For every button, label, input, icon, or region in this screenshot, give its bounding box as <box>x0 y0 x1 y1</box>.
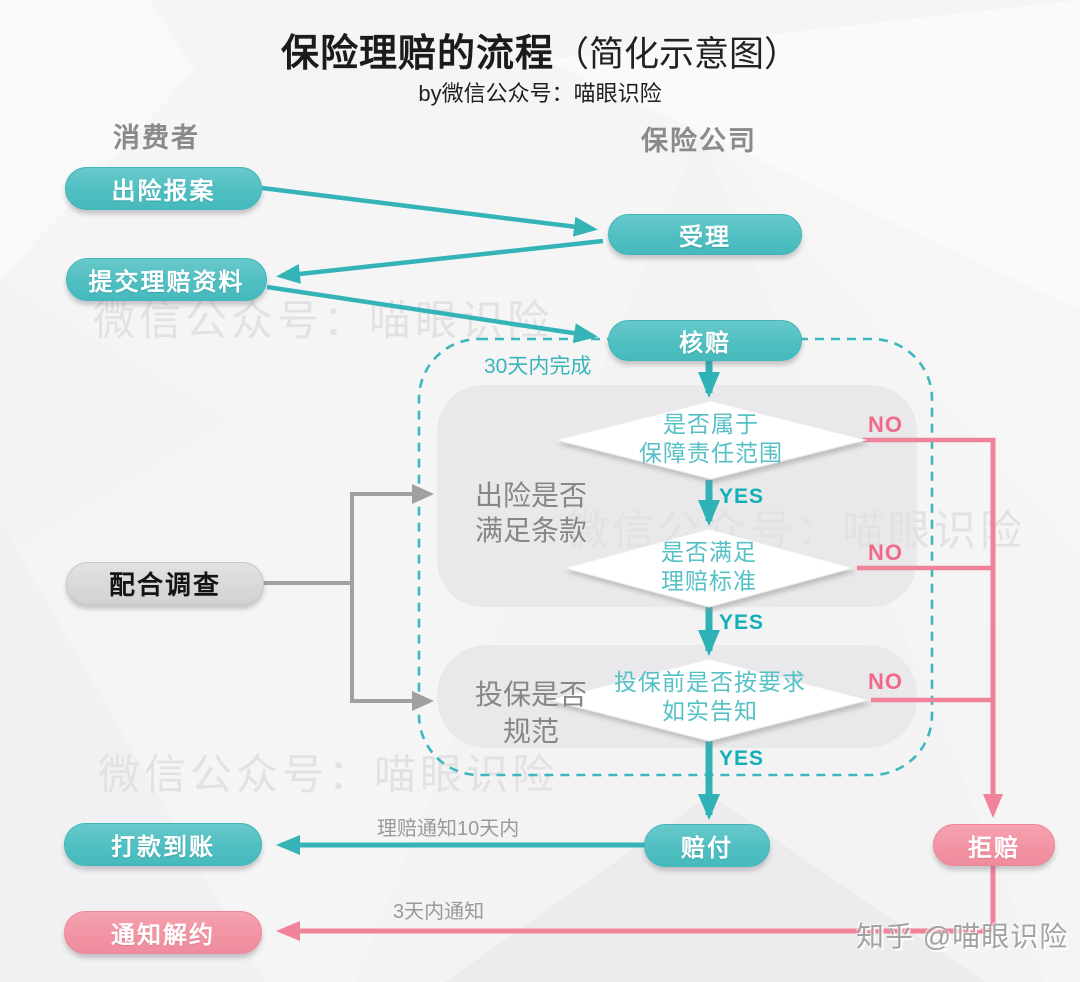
edge-cooperate-bracket <box>262 484 434 711</box>
decision-standard-text: 是否满足 理赔标准 <box>565 538 853 596</box>
decision-coverage-line1: 是否属于 <box>663 411 759 437</box>
edge-report-to-accept <box>261 185 598 237</box>
decision-coverage-line2: 保障责任范围 <box>639 440 783 466</box>
decision-standard-line1: 是否满足 <box>661 539 757 565</box>
column-header-insurer: 保险公司 <box>641 126 757 156</box>
title-paren: （简化示意图） <box>554 35 800 74</box>
watermark-wechat-3: 微信公众号：喵眼识险 <box>98 751 559 798</box>
node-report: 出险报案 <box>65 167 262 210</box>
side-label-incident: 出险是否 满足条款 <box>450 478 612 548</box>
node-pay: 赔付 <box>644 824 770 867</box>
decision-standard-line2: 理赔标准 <box>661 568 757 594</box>
edge-accept-to-submit <box>276 238 604 284</box>
decision-disclosure-text: 投保前是否按要求 如实告知 <box>551 668 869 726</box>
decision-standard-diamond <box>563 528 855 608</box>
side-label-application-line2: 规范 <box>502 716 559 747</box>
title-main: 保险理赔的流程 <box>280 33 554 75</box>
node-accept: 受理 <box>608 214 802 255</box>
label-notify-3-days: 3天内通知 <box>393 901 485 923</box>
node-notify-termination: 通知解约 <box>64 911 262 954</box>
watermark-wechat-2: 微信公众号：喵眼识险 <box>566 507 1027 554</box>
side-label-application-line1: 投保是否 <box>474 679 587 710</box>
label-yes-3: YES <box>719 747 765 770</box>
page-subtitle: by微信公众号：喵眼识险 <box>418 81 662 106</box>
decision-disclosure-diamond <box>548 658 870 742</box>
side-label-incident-line1: 出险是否 <box>474 480 587 511</box>
side-label-application: 投保是否 规范 <box>450 676 612 750</box>
decision-disclosure-line2: 如实告知 <box>662 698 758 724</box>
decision-disclosure-line1: 投保前是否按要求 <box>614 669 806 695</box>
edge-submit-to-verify <box>266 284 598 344</box>
label-no-1: NO <box>868 412 903 437</box>
watermark-zhihu: 知乎 @喵眼识险 <box>856 921 1069 952</box>
column-header-consumer: 消费者 <box>113 123 200 153</box>
decision-coverage-diamond <box>555 400 867 480</box>
label-no-3: NO <box>868 669 903 694</box>
node-verify-claim: 核赔 <box>608 320 802 361</box>
watermark-wechat-1: 微信公众号：喵眼识险 <box>93 297 554 344</box>
side-label-incident-line2: 满足条款 <box>474 515 587 546</box>
node-reject: 拒赔 <box>933 824 1055 866</box>
page-title: 保险理赔的流程（简化示意图） <box>0 22 1080 77</box>
node-submit-materials: 提交理赔资料 <box>66 258 267 301</box>
label-claim-notice-10-days: 理赔通知10天内 <box>377 818 520 840</box>
edge-reject-to-terminate <box>276 864 996 941</box>
node-cooperate-investigation: 配合调查 <box>66 562 264 605</box>
label-no-2: NO <box>868 540 903 565</box>
label-within-30-days: 30天内完成 <box>484 355 592 378</box>
decision-coverage-text: 是否属于 保障责任范围 <box>561 410 861 468</box>
node-payment-received: 打款到账 <box>64 823 262 866</box>
label-yes-1: YES <box>719 485 765 508</box>
label-yes-2: YES <box>719 611 765 634</box>
